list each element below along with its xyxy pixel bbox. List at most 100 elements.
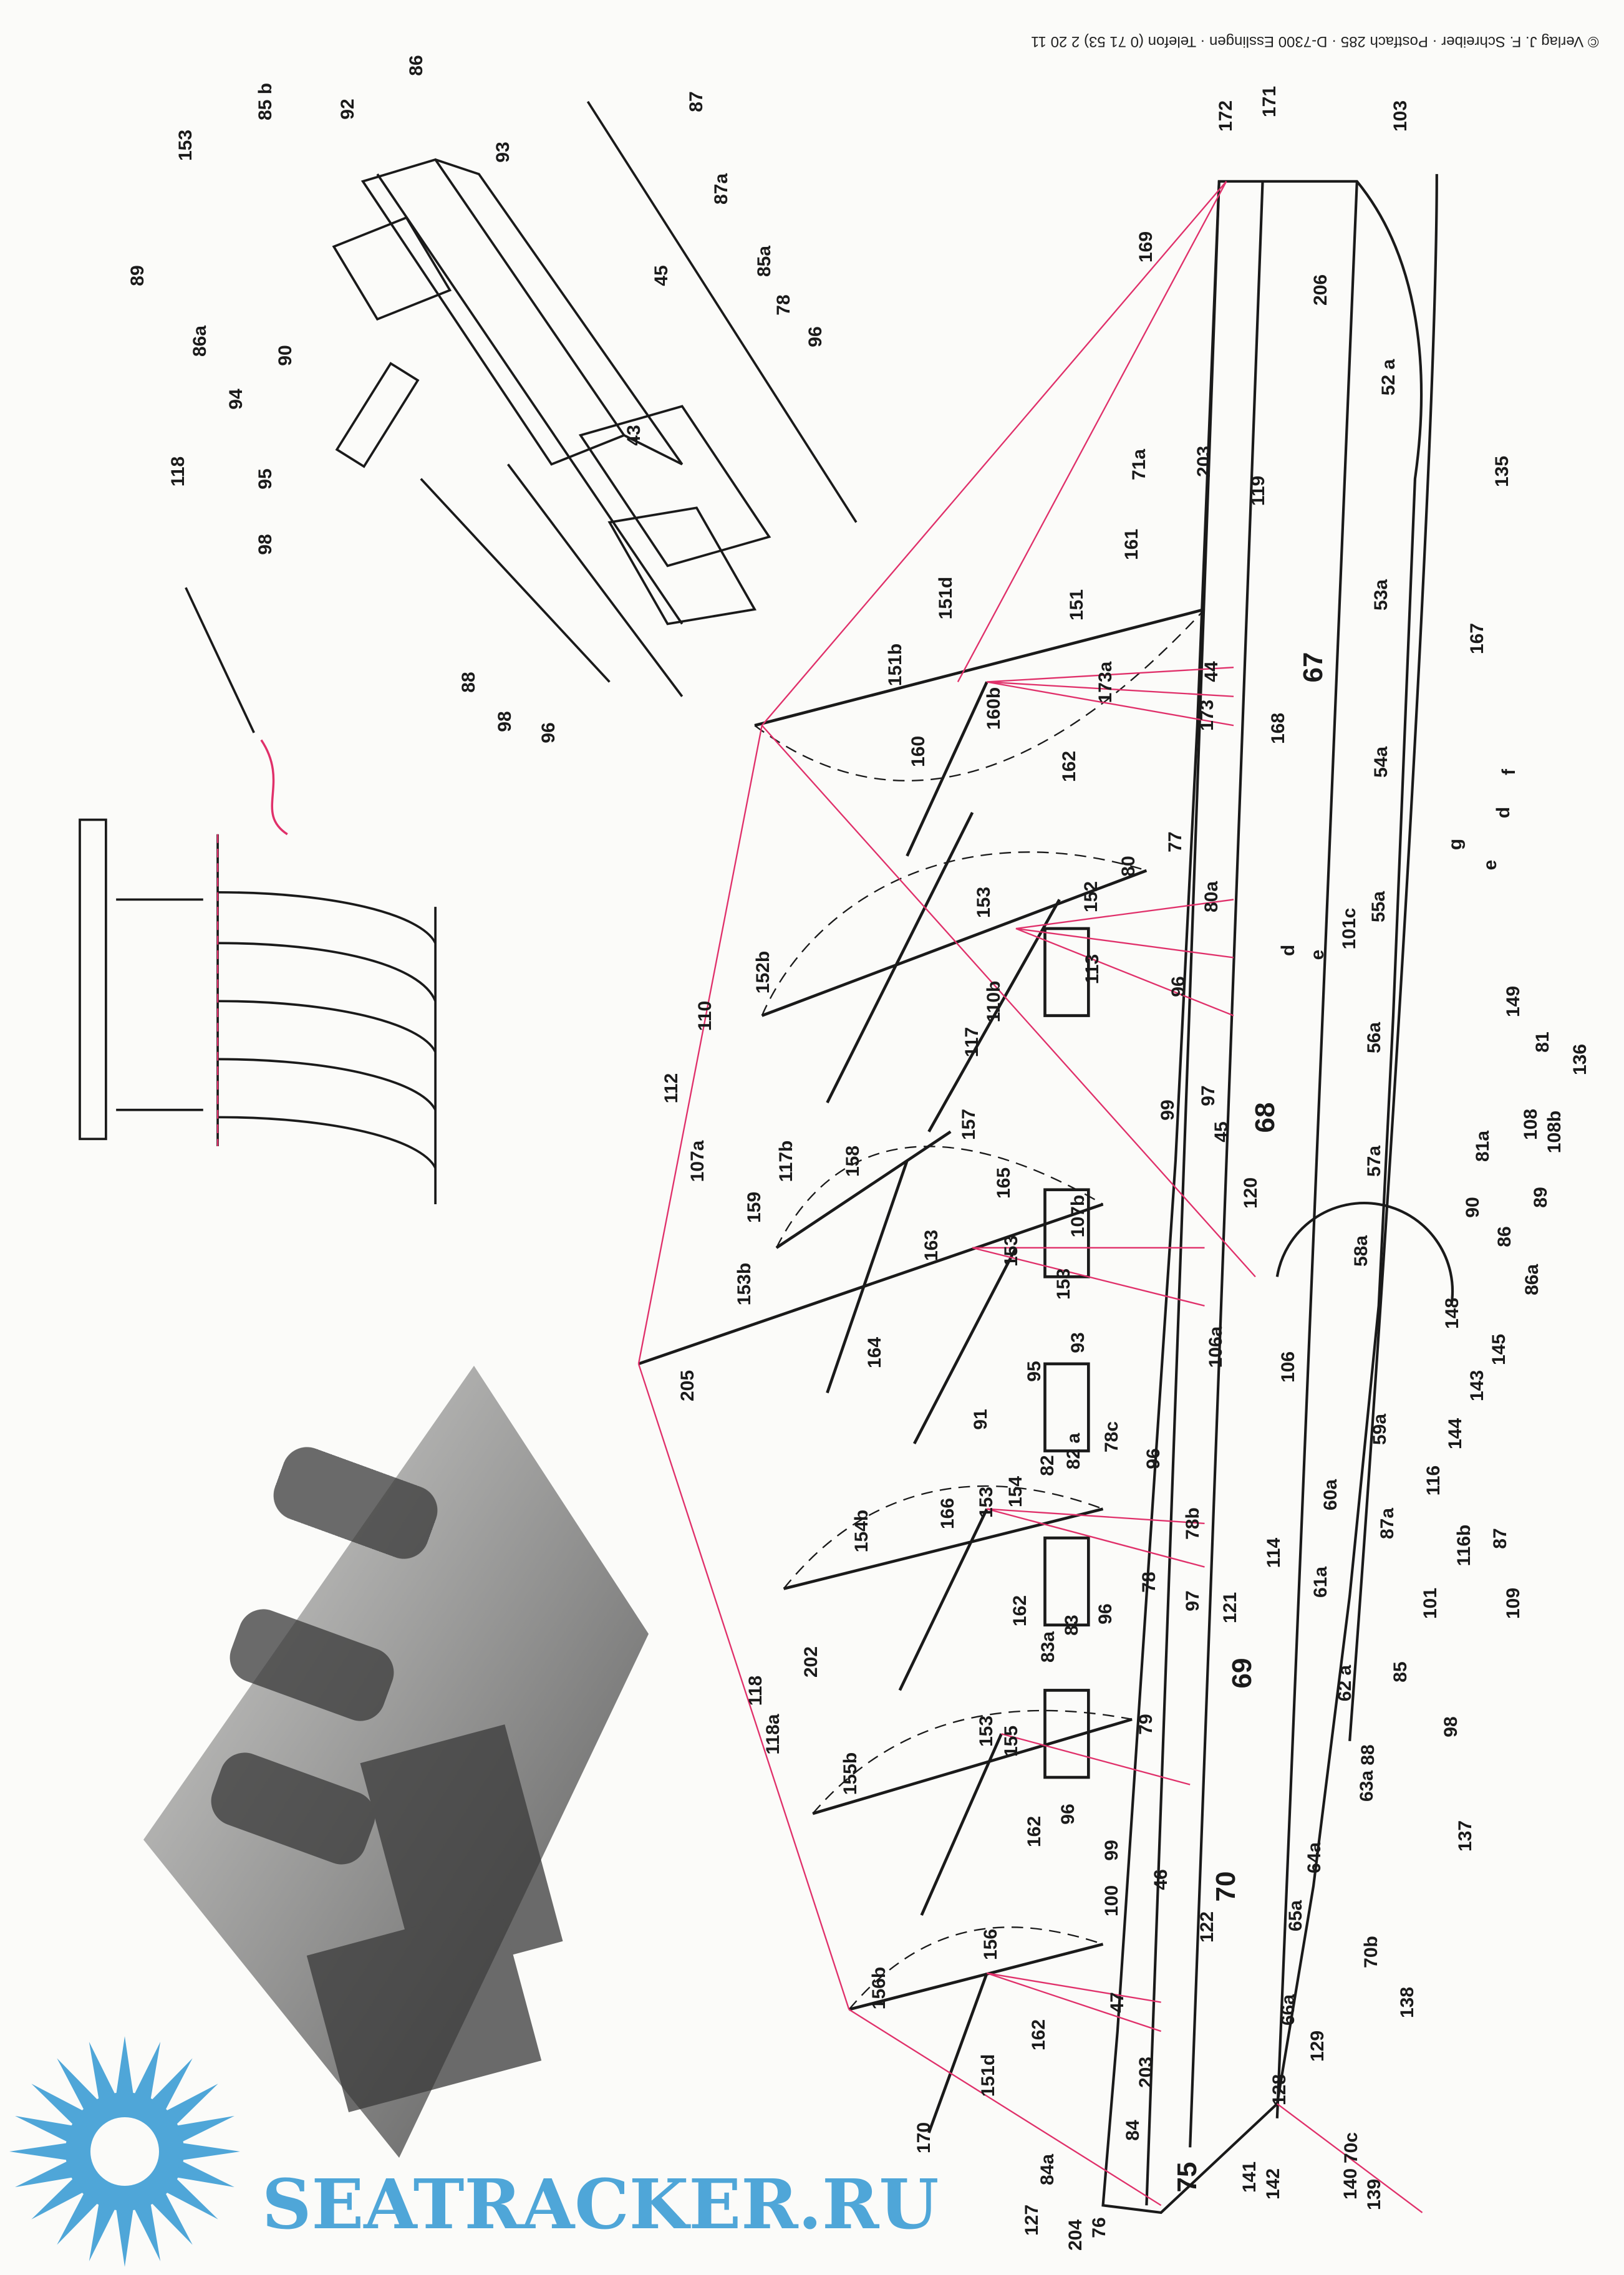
watermark-sun-logo xyxy=(9,2036,240,2267)
part-label: 153 xyxy=(175,129,196,161)
part-label: 96 xyxy=(1143,1448,1164,1469)
part-label: 206 xyxy=(1310,274,1331,306)
part-label: 80a xyxy=(1201,881,1222,913)
part-label: 101 xyxy=(1420,1588,1441,1620)
part-label: 45 xyxy=(1211,1121,1232,1142)
part-label: 153 xyxy=(1053,1268,1074,1300)
part-label: 98 xyxy=(494,710,515,732)
part-label: 173 xyxy=(1197,700,1218,732)
part-label: 149 xyxy=(1503,985,1524,1017)
part-label: 94 xyxy=(226,389,247,410)
part-label: 86a xyxy=(190,325,211,357)
sun-ray-icon xyxy=(57,2191,99,2245)
part-label: 62 a xyxy=(1335,1665,1356,1702)
stitching-detail xyxy=(79,818,437,1205)
part-label: 66a xyxy=(1278,1994,1299,2026)
part-label: 120 xyxy=(1240,1177,1261,1209)
part-label: 59a xyxy=(1370,1414,1391,1446)
part-label: 154b xyxy=(851,1509,872,1553)
part-label: 52 a xyxy=(1378,359,1399,396)
part-label: 80 xyxy=(1118,856,1139,877)
sun-ray-icon xyxy=(89,2202,116,2261)
masts-and-yards xyxy=(638,607,1206,2133)
part-label: 163 xyxy=(921,1229,942,1261)
part-label: 106a xyxy=(1206,1326,1227,1368)
part-label: 202 xyxy=(800,1646,821,1678)
watermark-text: SEATRACKER.RU xyxy=(262,2164,939,2244)
part-label: 127 xyxy=(1021,2205,1042,2236)
part-label: 204 xyxy=(1065,2219,1086,2251)
part-label: 110b xyxy=(984,980,1005,1023)
part-label: 70c xyxy=(1340,2132,1361,2164)
sun-ray-icon xyxy=(150,2058,193,2112)
part-label: 58a xyxy=(1350,1235,1371,1267)
part-label: 135 xyxy=(1491,456,1512,488)
part-label: 118 xyxy=(745,1675,766,1706)
part-label: 93 xyxy=(493,142,514,163)
part-label: 60a xyxy=(1320,1479,1341,1510)
part-label: 118a xyxy=(763,1714,784,1755)
part-label: 203 xyxy=(1136,2057,1157,2089)
part-label: 162 xyxy=(1009,1595,1030,1627)
part-label: 96 xyxy=(1057,1804,1078,1825)
part-label: 68 xyxy=(1250,1102,1281,1133)
sun-ray-icon xyxy=(116,2208,133,2267)
part-label: 79 xyxy=(1136,1713,1157,1735)
inset-detail-drawing xyxy=(185,100,858,733)
part-label: e xyxy=(1307,949,1328,960)
part-label: 141 xyxy=(1239,2161,1260,2193)
part-label: 100 xyxy=(1101,1885,1122,1917)
part-label: 44 xyxy=(1201,661,1222,683)
part-label: 85 xyxy=(1390,1661,1411,1683)
part-label: 153 xyxy=(976,1716,997,1747)
part-label: 128 xyxy=(1269,2074,1290,2106)
part-label: 112 xyxy=(661,1073,682,1104)
ship-hull xyxy=(1101,174,1454,2215)
sun-ray-icon xyxy=(133,2042,161,2101)
part-label: 89 xyxy=(1530,1187,1552,1208)
part-label: 168 xyxy=(1268,713,1289,745)
part-label: 71a xyxy=(1128,448,1149,480)
part-label: 116b xyxy=(1454,1524,1475,1567)
part-label: 99 xyxy=(1158,1099,1179,1121)
part-label: 61a xyxy=(1310,1566,1331,1598)
part-label: e xyxy=(1479,859,1501,871)
part-label: 88 xyxy=(458,672,479,693)
sun-ray-icon xyxy=(89,2042,116,2101)
part-label: 54a xyxy=(1371,746,1392,778)
sun-ray-icon xyxy=(150,2191,193,2245)
part-label: 87a xyxy=(1376,1508,1398,1540)
model-photo xyxy=(143,1366,649,2158)
sun-ray-icon xyxy=(133,2202,161,2261)
part-label: 77 xyxy=(1164,831,1186,853)
part-label: 81a xyxy=(1472,1131,1494,1162)
part-label: f xyxy=(1499,769,1520,775)
part-label: 205 xyxy=(677,1370,698,1402)
part-label: 153 xyxy=(1000,1235,1022,1267)
sun-ray-icon xyxy=(181,2143,240,2160)
part-label: 99 xyxy=(1101,1840,1122,1861)
part-label: 57a xyxy=(1363,1145,1385,1177)
part-label: d xyxy=(1278,945,1299,957)
sun-ray-icon xyxy=(31,2177,85,2219)
copyright-notice: © Verlag J. F. Schreiber · Postfach 285 … xyxy=(1031,33,1599,50)
part-label: 69 xyxy=(1226,1658,1257,1689)
sun-ray-icon xyxy=(175,2160,234,2188)
part-label: 119 xyxy=(1247,475,1269,506)
part-label: 43 xyxy=(623,425,644,446)
part-label: 78c xyxy=(1101,1421,1122,1452)
sun-ray-icon xyxy=(165,2177,218,2219)
part-label: 93 xyxy=(1068,1331,1089,1353)
part-label: 87a xyxy=(710,173,732,205)
part-label: 148 xyxy=(1442,1297,1463,1330)
part-label: 96 xyxy=(1167,976,1189,998)
part-label: 65a xyxy=(1285,1900,1307,1931)
part-label: 85a xyxy=(754,245,775,277)
part-label: 171 xyxy=(1259,85,1280,117)
part-label: 158 xyxy=(843,1145,864,1177)
part-label: 203 xyxy=(1194,445,1215,478)
part-label: 92 xyxy=(337,98,359,120)
part-label: 145 xyxy=(1488,1334,1509,1366)
part-label: 162 xyxy=(1059,750,1080,782)
